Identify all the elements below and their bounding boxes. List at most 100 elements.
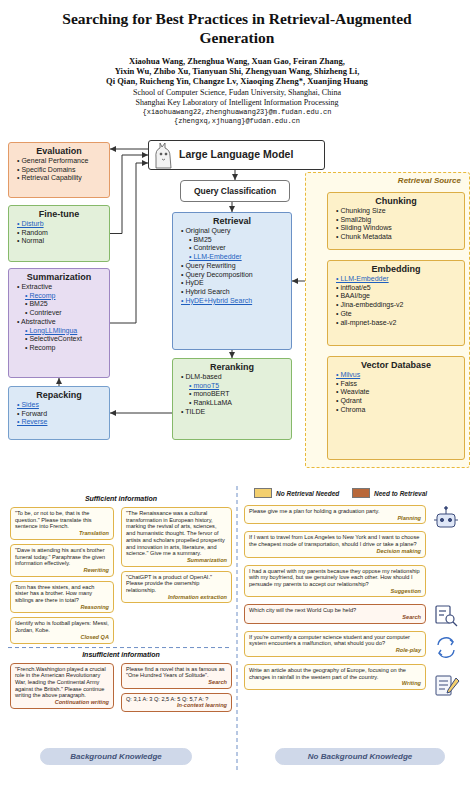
- author-line: Qi Qian, Ruicheng Yin, Changze Lv, Xiaoq…: [0, 76, 474, 86]
- box-heading: Background Knowledge: [70, 752, 162, 761]
- query-text: "The Renaissance was a cultural transfor…: [126, 510, 227, 557]
- method-item: • Chunking Size: [332, 207, 460, 216]
- query-bubble: "To be, or not to be, that is the questi…: [10, 507, 114, 540]
- query-text: "Dave is attending his aunt's brother fu…: [15, 547, 109, 567]
- method-item: • Milvus: [332, 371, 460, 380]
- task-tag: Closed QA: [15, 634, 109, 641]
- method-item: • BM25: [177, 236, 287, 245]
- task-tag: Search: [126, 679, 227, 686]
- method-item: • HyDE+Hybrid Search: [177, 297, 287, 306]
- method-item: • Chunk Metadata: [332, 233, 460, 242]
- method-item: • Contriever: [13, 309, 105, 318]
- method-item: • Abstractive: [13, 318, 105, 327]
- method-item: • Normal: [13, 237, 105, 246]
- process-box: Reranking• DLM-based• monoT5• monoBERT• …: [172, 358, 292, 440]
- legend-swatch: [254, 488, 272, 498]
- box-heading: Fine-tune: [13, 209, 105, 220]
- query-bubble: If you're currently a computer science s…: [244, 631, 426, 657]
- query-bubble: "The Renaissance was a cultural transfor…: [121, 507, 232, 567]
- query-text: Write an article about the geography of …: [249, 667, 421, 680]
- method-item: • Random: [13, 229, 105, 238]
- method-item: • Faiss: [332, 380, 460, 389]
- box-heading: Summarization: [13, 272, 105, 283]
- method-item: • Recomp: [13, 344, 105, 353]
- box-heading: Embedding: [332, 264, 460, 275]
- method-item: • Sliding Windows: [332, 224, 460, 233]
- category-band: Background Knowledge: [40, 748, 192, 765]
- section-heading: Insufficient information: [10, 651, 232, 659]
- method-item: • BAAI/bge: [332, 292, 460, 301]
- author-line: Xiaohua Wang, Zhenghua Wang, Xuan Gao, F…: [0, 56, 474, 66]
- section-heading: Sufficient information: [10, 495, 232, 503]
- box-heading: Vector Database: [332, 360, 460, 371]
- method-item: • Reverse: [13, 418, 105, 427]
- query-text: "French.Washington played a crucial role…: [15, 666, 109, 700]
- query-text: Please give me a plan for holding a grad…: [249, 508, 421, 515]
- method-item: • TILDE: [177, 408, 287, 417]
- legend-text: No Retrieval Needed: [276, 490, 339, 497]
- method-item: • Qdrant: [332, 397, 460, 406]
- task-tag: Continuation writing: [15, 699, 109, 706]
- method-item: • monoBERT: [177, 390, 287, 399]
- search-icon: [436, 606, 457, 626]
- flow-arrow: [110, 163, 148, 323]
- flow-arrow: [110, 413, 172, 414]
- task-tag: Writing: [249, 680, 421, 687]
- query-bubble: "French.Washington played a crucial role…: [10, 663, 114, 709]
- task-tag: Decision making: [249, 548, 421, 555]
- method-item: • DLM-based: [177, 373, 287, 382]
- query-bubble: Please find a novel that is as famous as…: [121, 663, 232, 689]
- query-text: If you're currently a computer science s…: [249, 634, 421, 647]
- process-box: Vector Database• Milvus• Faiss• Weaviate…: [327, 356, 465, 460]
- email: {xiaohuawang22,zhenghuawang23}@m.fudan.e…: [0, 108, 474, 116]
- legend-entry: No Retrieval Needed: [254, 488, 339, 498]
- model-box: Large Language Model: [148, 140, 325, 170]
- method-item: • monoT5: [177, 382, 287, 391]
- method-item: • Sides: [13, 401, 105, 410]
- method-item: • Small2big: [332, 216, 460, 225]
- affiliation: School of Computer Science, Fudan Univer…: [0, 88, 474, 98]
- query-text: "To be, or not to be, that is the questi…: [15, 510, 109, 530]
- method-item: • RankLLaMA: [177, 399, 287, 408]
- query-text: "ChatGPT is a product of OpenAI." Please…: [126, 574, 227, 594]
- process-box: Retrieval• Original Query• BM25• Contrie…: [172, 212, 292, 350]
- query-bubble: Q: 3,1 A: 3 Q: 2,5 A: 5 Q: 5,7 A: ?In-co…: [121, 693, 232, 712]
- task-tag: Translation: [15, 530, 109, 537]
- method-item: • BM25: [13, 300, 105, 309]
- flow-arrow: [110, 155, 148, 234]
- method-item: • Gte: [332, 310, 460, 319]
- task-tag: Role-play: [249, 647, 421, 654]
- method-item: • Retrieval Capability: [13, 174, 105, 183]
- method-item: • Forward: [13, 410, 105, 419]
- method-item: • Chroma: [332, 406, 460, 415]
- method-item: • Specific Domains: [13, 166, 105, 175]
- query-text: Please find a novel that is as famous as…: [126, 666, 227, 679]
- flow-arrow: [232, 202, 233, 212]
- paper-title: Searching for Best Practices in Retrieva…: [27, 10, 447, 47]
- task-tag: Planning: [249, 515, 421, 522]
- query-bubble: Please give me a plan for holding a grad…: [244, 505, 426, 524]
- method-item: • all-mpnet-base-v2: [332, 319, 460, 328]
- box-heading: Large Language Model: [179, 148, 320, 160]
- legend-text: Need to Retrieval: [374, 490, 427, 497]
- task-tag: Reasoning: [15, 604, 109, 611]
- process-box: Query Classification: [180, 180, 290, 202]
- task-tag: Search: [249, 614, 421, 621]
- query-bubble: Identify who is football players: Messi,…: [10, 617, 114, 643]
- task-tag: In-context learning: [126, 702, 227, 709]
- method-item: • Recomp: [13, 292, 105, 301]
- role-switch-icon: [438, 638, 454, 657]
- query-bubble: Tom has three sisters, and each sister h…: [10, 581, 114, 614]
- method-item: • LLM-Embedder: [177, 253, 287, 262]
- method-item: • HyDE: [177, 279, 287, 288]
- query-bubble: Write an article about the geography of …: [244, 664, 426, 690]
- query-bubble: "ChatGPT is a product of OpenAI." Please…: [121, 571, 232, 604]
- method-item: • Weaviate: [332, 388, 460, 397]
- task-tag: Summarization: [126, 557, 227, 564]
- query-text: Which city will the next World Cup be he…: [249, 607, 421, 614]
- query-text: Identify who is football players: Messi,…: [15, 620, 109, 633]
- box-heading: Retrieval: [177, 216, 287, 227]
- query-bubble: "Dave is attending his aunt's brother fu…: [10, 544, 114, 577]
